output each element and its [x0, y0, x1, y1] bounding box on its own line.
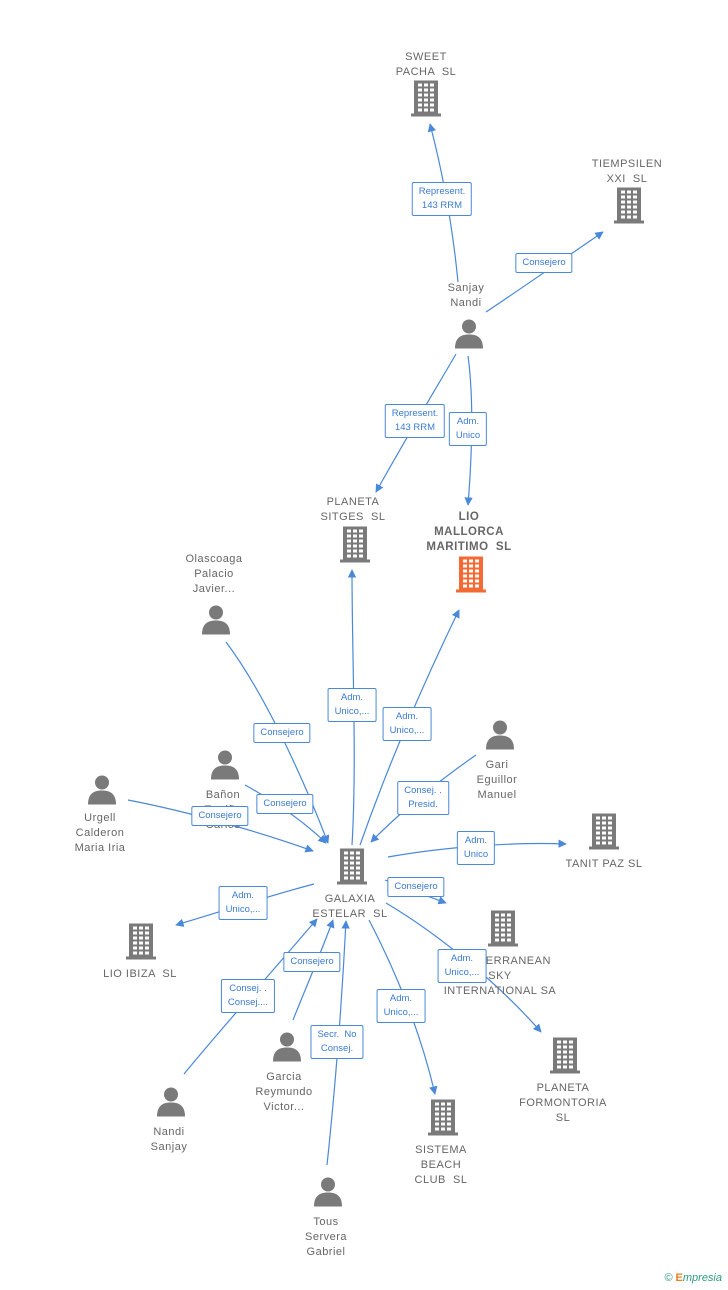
node-label-tiempsilen[interactable]: TIEMPSILEN XXI SL	[591, 158, 663, 185]
node-label-gari[interactable]: Gari Eguillor Manuel	[476, 759, 518, 801]
person-icon-gari[interactable]	[485, 720, 515, 755]
building-icon-planeta_form[interactable]	[550, 1037, 580, 1079]
building-icon-planeta_sitges[interactable]	[340, 526, 370, 568]
building-icon-lio_mallorca[interactable]	[456, 556, 486, 598]
brand-initial: E	[675, 1272, 683, 1284]
building-icon-tanit[interactable]	[589, 813, 619, 855]
person-icon-banon[interactable]	[210, 750, 240, 785]
person-icon-garcia[interactable]	[272, 1032, 302, 1067]
node-label-nandi[interactable]: Nandi Sanjay	[150, 1126, 188, 1153]
building-icon-sistema[interactable]	[428, 1099, 458, 1141]
building-icon-sweet[interactable]	[411, 80, 441, 122]
building-icon-mediterranean[interactable]	[488, 910, 518, 952]
edge-label-galaxia-to-lio_ibiza[interactable]: Adm. Unico,...	[218, 886, 268, 920]
edge-label-galaxia-to-planeta_form[interactable]: Adm. Unico,...	[437, 949, 487, 983]
node-label-planeta_sitges[interactable]: PLANETA SITGES SL	[320, 496, 386, 523]
node-label-sanjay[interactable]: Sanjay Nandi	[447, 282, 485, 309]
edge-label-galaxia-to-sistema[interactable]: Adm. Unico,...	[376, 989, 426, 1023]
person-icon-urgell[interactable]	[87, 775, 117, 810]
node-label-tous[interactable]: Tous Servera Gabriel	[304, 1216, 348, 1258]
edge-label-sanjay-to-sweet[interactable]: Represent. 143 RRM	[411, 182, 473, 216]
edge-label-galaxia-to-lio_mallorca[interactable]: Adm. Unico,...	[382, 707, 432, 741]
edge-label-galaxia-to-tanit[interactable]: Adm. Unico	[456, 831, 496, 865]
edge-label-sanjay-to-lio_mallorca[interactable]: Adm. Unico	[448, 412, 488, 446]
edge-label-garcia-to-galaxia[interactable]: Consejero	[283, 952, 341, 972]
edge-label-urgell-to-galaxia[interactable]: Consejero	[191, 806, 249, 826]
node-label-sistema[interactable]: SISTEMA BEACH CLUB SL	[414, 1144, 468, 1186]
building-icon-galaxia[interactable]	[337, 848, 367, 890]
copyright-symbol: ©	[664, 1272, 673, 1284]
person-icon-olascoaga[interactable]	[201, 605, 231, 640]
edge-label-tous-to-galaxia[interactable]: Secr. No Consej.	[310, 1025, 364, 1059]
edge-label-galaxia-to-planeta_sitges[interactable]: Adm. Unico,...	[327, 688, 377, 722]
node-label-garcia[interactable]: Garcia Reymundo Victor...	[255, 1071, 313, 1113]
edge-label-banon-to-galaxia[interactable]: Consejero	[256, 794, 314, 814]
edge-label-galaxia-to-mediterranean[interactable]: Consejero	[387, 877, 445, 897]
edge-label-sanjay-to-planeta_sitges[interactable]: Represent. 143 RRM	[384, 404, 446, 438]
edge-label-sanjay-to-tiempsilen[interactable]: Consejero	[515, 253, 573, 273]
person-icon-nandi[interactable]	[156, 1087, 186, 1122]
person-icon-tous[interactable]	[313, 1177, 343, 1212]
node-label-lio_ibiza[interactable]: LIO IBIZA SL	[103, 968, 177, 980]
edge-label-olascoaga-to-galaxia[interactable]: Consejero	[253, 723, 311, 743]
building-icon-tiempsilen[interactable]	[614, 187, 644, 229]
node-label-tanit[interactable]: TANIT PAZ SL	[565, 858, 643, 870]
node-label-olascoaga[interactable]: Olascoaga Palacio Javier...	[185, 553, 243, 595]
node-label-planeta_form[interactable]: PLANETA FORMONTORIA SL	[519, 1082, 607, 1124]
edge-label-gari-to-galaxia[interactable]: Consej. . Presid.	[397, 781, 449, 815]
node-label-urgell[interactable]: Urgell Calderon Maria Iria	[74, 812, 126, 854]
building-icon-lio_ibiza[interactable]	[126, 923, 156, 965]
node-label-lio_mallorca[interactable]: LIO MALLORCA MARITIMO SL	[426, 511, 512, 553]
person-icon-sanjay[interactable]	[454, 319, 484, 354]
watermark: © Empresia	[664, 1272, 722, 1284]
brand-name: mpresia	[682, 1272, 722, 1284]
node-label-sweet[interactable]: SWEET PACHA SL	[395, 51, 457, 78]
edge-label-nandi-to-galaxia[interactable]: Consej. . Consej....	[220, 979, 276, 1013]
node-label-galaxia[interactable]: GALAXIA ESTELAR SL	[312, 893, 388, 920]
